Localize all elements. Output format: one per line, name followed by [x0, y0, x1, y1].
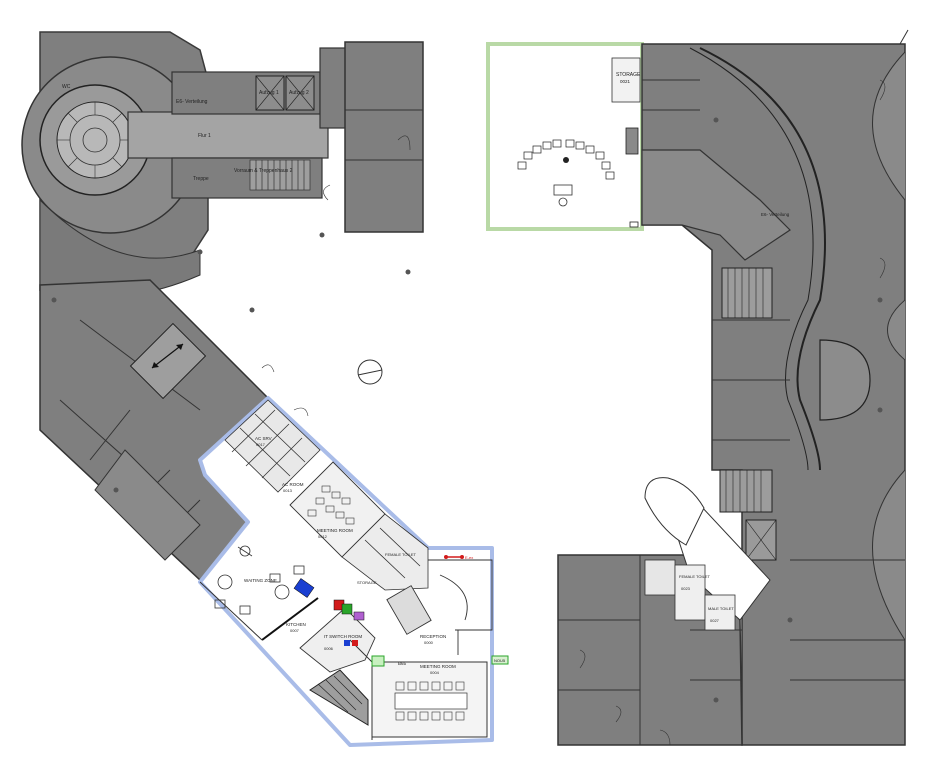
label-ac-room-no: 0013 [283, 488, 293, 493]
green-tag-label: NOU5 [494, 658, 506, 663]
east-capsule-room [644, 477, 705, 546]
exit-marker [444, 555, 464, 559]
label-reception: RECEPTION [420, 634, 446, 639]
nw-wing-corridor [127, 111, 329, 159]
label-it-switch-no: 0006 [324, 646, 334, 651]
nw-east-tower [344, 41, 424, 233]
sw-inner-room [94, 449, 201, 561]
label-storage-center: STORAGE [357, 580, 377, 585]
marker-green [341, 603, 353, 615]
east-right-bay-3 [872, 469, 906, 641]
label-flur: Flur 1 [198, 133, 211, 139]
marker-purple [353, 611, 365, 621]
east-stair-south [719, 469, 773, 513]
label-storage-top: STORAGE [616, 72, 641, 78]
north-arrow-compass [357, 359, 383, 385]
reception-area [386, 559, 493, 655]
waiting-zone-furniture [214, 545, 305, 615]
east-curve-corridor [699, 47, 826, 471]
label-meeting-room-no: 0012 [318, 534, 328, 539]
label-it-switch: IT SWITCH ROOM [324, 634, 362, 639]
label-ac-srv-no: 0017 [256, 442, 266, 447]
kitchen-0007 [261, 597, 319, 641]
label-meeting-room-2-no: 0004 [430, 670, 440, 675]
label-kitchen: KITCHEN [286, 622, 306, 627]
label-ac-room: AC ROOM [282, 482, 304, 487]
east-round-bay [819, 339, 871, 421]
label-east-male-toilet-no: 0027 [710, 618, 720, 623]
label-east-female-toilet-no: 0023 [681, 586, 691, 591]
east-toilet-block [644, 559, 736, 631]
east-right-bay-2 [887, 299, 906, 361]
south-west-diagonal-wing [39, 279, 270, 582]
label-nw-verteilung: E6- Verteilung [176, 99, 208, 105]
door-swings [261, 79, 886, 746]
toilet-block-center [341, 513, 429, 591]
east-diagonal-connector [641, 149, 791, 261]
label-exit: E-ex [465, 555, 473, 560]
label-waiting-zone: WAITING ZONE [244, 578, 277, 583]
marker-green-2 [371, 655, 385, 667]
label-meeting-room-2: MEETING ROOM [420, 664, 456, 669]
meeting-room-0004 [371, 661, 488, 738]
label-treppe: Treppe [193, 176, 209, 182]
label-meeting-room: MEETING ROOM [317, 528, 353, 533]
north-west-building: E6- Verteilung Aufzug 1 Aufzug 2 Flur 1 … [21, 31, 424, 298]
east-right-bay-1 [872, 51, 906, 201]
label-vorraum: Vorraum & Treppenhaus 2 [234, 168, 293, 174]
label-storage-top-no: 0021 [620, 79, 631, 84]
label-east-verteilung: E6- Verteilung [761, 212, 790, 217]
label-ac-srv: AC SRV [255, 436, 272, 441]
label-east-male-toilet: MALE TOILET [708, 606, 734, 611]
highlighted-office-zone: NOU5 AC SRV 0017 AC ROOM 0013 MEETING RO… [198, 396, 509, 747]
east-building: E6- Verteilung FEMALE TOILET 0023 MALE T… [557, 43, 906, 746]
structural-columns [51, 117, 883, 703]
label-aufzug-2: Aufzug 2 [289, 90, 309, 96]
office-zone-stairs [309, 669, 369, 726]
label-wc: WC [62, 84, 71, 90]
marker-blue-2 [344, 640, 350, 646]
sw-stair-block [129, 322, 207, 400]
label-kitchen-no: 0007 [290, 628, 300, 633]
label-east-female-toilet: FEMALE TOILET [679, 574, 711, 579]
hall-chair-arc [517, 139, 615, 180]
it-switch-room [299, 607, 376, 673]
label-female-toilet-center: FEMALE TOILET [385, 552, 417, 557]
east-stair-north [721, 267, 773, 319]
marker-red-2 [352, 640, 358, 646]
green-tag-box [491, 655, 509, 665]
label-b65: B65 [398, 661, 407, 666]
nw-stair-flight [249, 159, 311, 191]
label-reception-no: 0000 [424, 640, 434, 645]
restroom-block [224, 399, 321, 493]
marker-blue [293, 578, 315, 598]
label-aufzug-1: Aufzug 1 [259, 90, 279, 96]
highlighted-hall-room: STORAGE 0021 [486, 42, 644, 231]
